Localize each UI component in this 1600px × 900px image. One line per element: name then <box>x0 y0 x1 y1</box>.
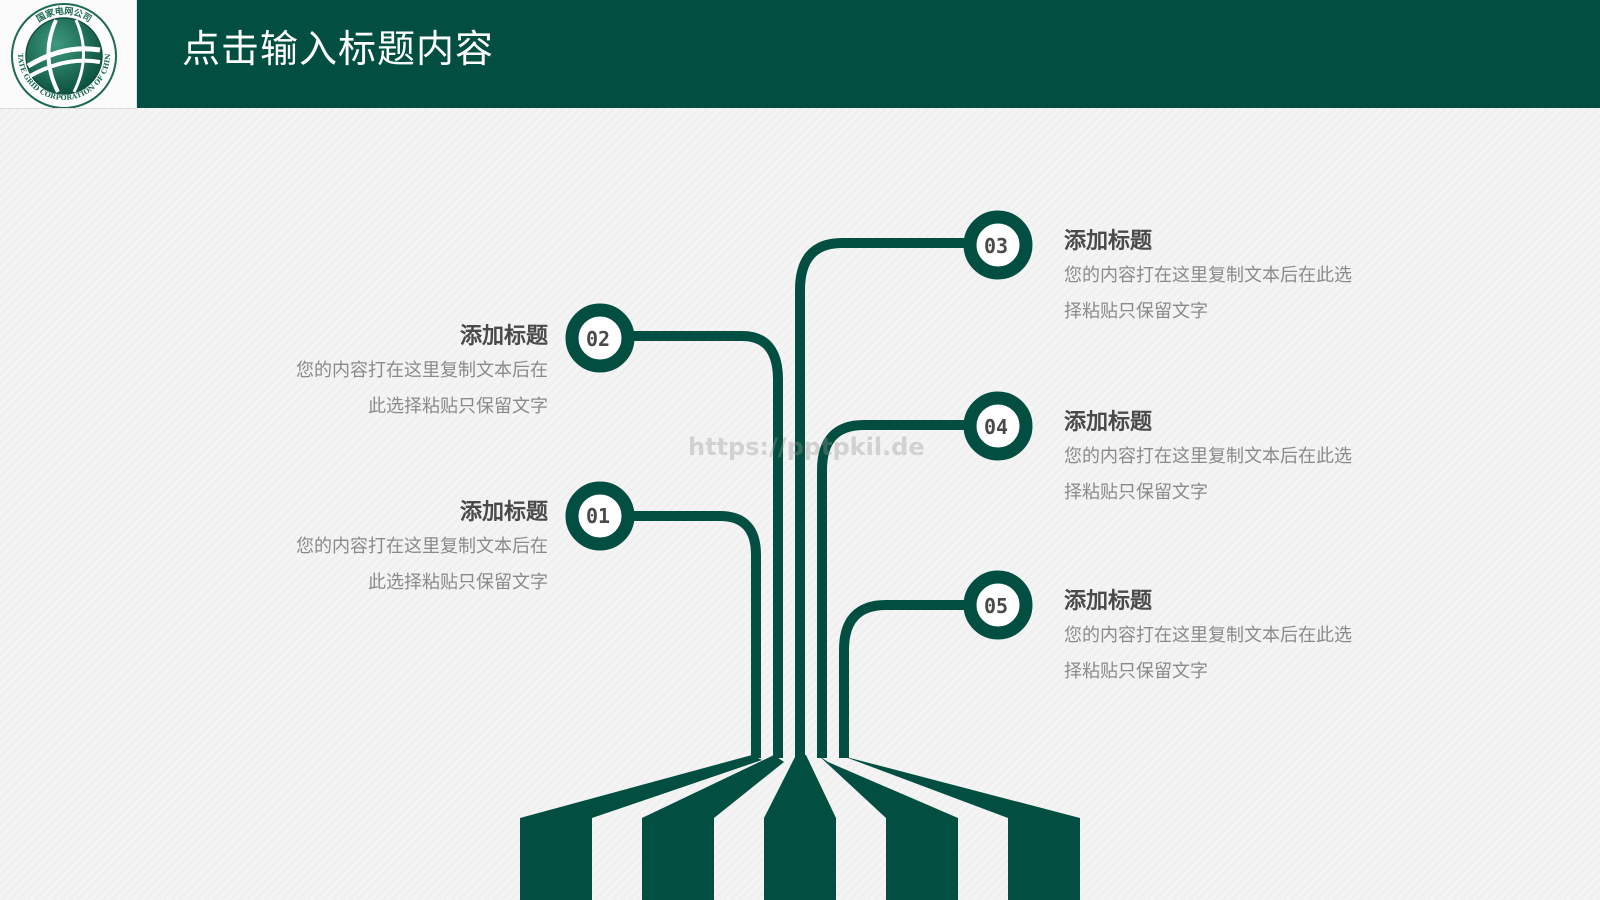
branch-line-03 <box>795 238 966 758</box>
branch-line-01 <box>630 511 761 758</box>
item-desc-05-line1: 您的内容打在这里复制文本后在此选 <box>1064 625 1352 646</box>
page-title[interactable]: 点击输入标题内容 <box>182 27 495 71</box>
node-circle-05 <box>963 570 1033 640</box>
node-circle-03 <box>963 210 1033 280</box>
node-number-03: 03 <box>984 234 1008 258</box>
item-desc-04-line1: 您的内容打在这里复制文本后在此选 <box>1064 446 1352 467</box>
node-number-02: 02 <box>586 327 610 351</box>
item-desc-05-line2: 择粘贴只保留文字 <box>1064 661 1208 682</box>
root-shape-3 <box>764 755 836 900</box>
item-title-03[interactable]: 添加标题 <box>1064 229 1153 254</box>
item-desc-04-line2: 择粘贴只保留文字 <box>1064 482 1208 503</box>
branch-line-05 <box>839 600 966 758</box>
header-bar <box>137 0 1600 108</box>
node-circle-04 <box>963 391 1033 461</box>
item-desc-03[interactable]: 您的内容打在这里复制文本后在此选 择粘贴只保留文字 <box>1064 258 1394 330</box>
item-title-02[interactable]: 添加标题 <box>459 324 548 349</box>
item-title-01[interactable]: 添加标题 <box>459 500 548 525</box>
state-grid-globe-icon: 国家电网公司 STATE GRID CORPORATION OF CHINA <box>0 0 117 109</box>
item-title-04[interactable]: 添加标题 <box>1064 410 1153 435</box>
root-shape-2 <box>642 755 784 900</box>
item-desc-04[interactable]: 您的内容打在这里复制文本后在此选 择粘贴只保留文字 <box>1064 439 1394 511</box>
item-desc-01-line2: 此选择粘贴只保留文字 <box>368 572 548 593</box>
item-desc-01-line1: 您的内容打在这里复制文本后在 <box>296 536 548 557</box>
item-desc-02[interactable]: 您的内容打在这里复制文本后在 此选择粘贴只保留文字 <box>248 353 548 425</box>
item-desc-01[interactable]: 您的内容打在这里复制文本后在 此选择粘贴只保留文字 <box>248 529 548 601</box>
branch-line-04 <box>817 420 966 758</box>
item-desc-02-line2: 此选择粘贴只保留文字 <box>368 396 548 417</box>
item-desc-03-line2: 择粘贴只保留文字 <box>1064 301 1208 322</box>
node-circle-01 <box>565 481 635 551</box>
item-title-05[interactable]: 添加标题 <box>1064 589 1153 614</box>
item-desc-02-line1: 您的内容打在这里复制文本后在 <box>296 360 548 381</box>
root-shape-5 <box>840 755 1080 900</box>
item-desc-05[interactable]: 您的内容打在这里复制文本后在此选 择粘贴只保留文字 <box>1064 618 1394 690</box>
node-circle-02 <box>565 303 635 373</box>
logo-area: 国家电网公司 STATE GRID CORPORATION OF CHINA <box>0 0 137 109</box>
branch-line-02 <box>632 331 783 758</box>
watermark-text: https://pptpkil.de <box>688 433 925 461</box>
item-desc-03-line1: 您的内容打在这里复制文本后在此选 <box>1064 265 1352 286</box>
node-number-04: 04 <box>984 415 1008 439</box>
node-number-05: 05 <box>984 594 1008 618</box>
root-shape-1 <box>520 755 762 900</box>
root-shape-4 <box>818 755 958 900</box>
node-number-01: 01 <box>586 504 610 528</box>
